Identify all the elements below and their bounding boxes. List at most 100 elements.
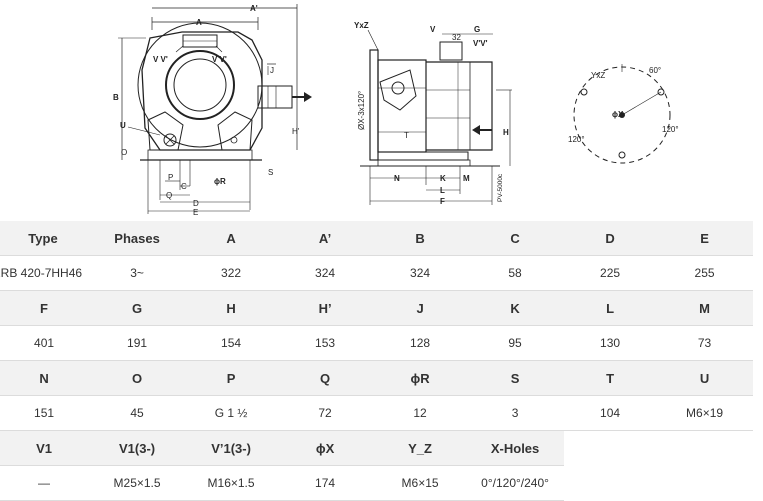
table-header-cell: K [466, 290, 565, 326]
table-cell: 0°/120°/240° [466, 465, 565, 501]
side-n-label: N [394, 174, 400, 183]
dim-p-label: P [168, 173, 173, 182]
port-v-label-left: V V' [153, 55, 168, 64]
dim-q-label: Q [166, 191, 172, 200]
hole-1-icon [580, 88, 588, 96]
table-cell: 322 [186, 255, 277, 291]
hole-pattern-view: YxZ 60° ϕX 120° 120° [568, 64, 679, 164]
table-cell: 128 [374, 325, 467, 361]
circle-x-label: ϕX [612, 110, 624, 119]
dim-c-label: C [181, 182, 187, 191]
table-cell-type: 2RB 420-7HH46 [0, 255, 89, 291]
inlet-arrow-icon [472, 125, 480, 135]
table-header-cell: X-Holes [466, 430, 565, 466]
table-cell: 153 [276, 325, 375, 361]
side-view: YxZ V G 32 V'V' ØX-3x120° T [354, 21, 512, 206]
table-header-cell: A’ [276, 221, 375, 256]
table-cell: 3 [466, 395, 565, 431]
table-cell: 154 [186, 325, 277, 361]
dimensions-table: Type Phases A A’ B C D E 2RB 420-7HH46 3… [0, 221, 754, 501]
table-cell: 58 [466, 255, 565, 291]
table-header-cell: L [564, 290, 657, 326]
table-cell: — [0, 465, 89, 501]
side-flange [369, 49, 379, 161]
table-cell: M6×19 [656, 395, 754, 431]
table-empty-cell [656, 465, 754, 501]
table-cell: 95 [466, 325, 565, 361]
table-cell: 255 [656, 255, 754, 291]
dim-b-label: B [113, 93, 119, 102]
table-cell: 72 [276, 395, 375, 431]
table-header-cell: ϕR [374, 360, 467, 396]
table-header-cell: J [374, 290, 467, 326]
table-header-cell: D [564, 221, 657, 256]
table-cell: 174 [276, 465, 375, 501]
table-header-cell: H’ [276, 290, 375, 326]
right-foot [217, 111, 253, 151]
table-header-cell: F [0, 290, 89, 326]
side-model-code: PV-5000c [497, 173, 504, 202]
table-cell: 73 [656, 325, 754, 361]
table-empty-cell [564, 465, 657, 501]
left-foot [147, 111, 184, 151]
motor-hub [173, 58, 227, 112]
outlet-pipe [257, 85, 293, 109]
side-holes-label: ØX-3x120° [357, 91, 366, 130]
dim-r-label: ϕR [214, 177, 226, 186]
table-cell: M25×1.5 [88, 465, 187, 501]
table-cell: G 1 ½ [186, 395, 277, 431]
table-cell: 151 [0, 395, 89, 431]
side-h-label: H [503, 128, 509, 137]
table-header-cell: T [564, 360, 657, 396]
dim-o-label: O [121, 148, 127, 157]
hole-3-icon [618, 151, 626, 159]
table-cell: 401 [0, 325, 89, 361]
table-header-cell: Phases [88, 221, 187, 256]
dim-a-label: A [196, 18, 202, 27]
table-cell: 130 [564, 325, 657, 361]
side-32-label: 32 [452, 33, 461, 42]
outlet-arrow-icon [304, 92, 312, 102]
side-l-label: L [440, 186, 445, 195]
side-g-label: G [474, 25, 480, 34]
table-row: — M25×1.5 M16×1.5 174 M6×15 0°/120°/240° [0, 465, 754, 501]
circle-60-label: 60° [649, 66, 661, 75]
dim-j-label: J [270, 66, 274, 75]
table-cell: M16×1.5 [186, 465, 277, 501]
table-header-cell: S [466, 360, 565, 396]
table-header-row: Type Phases A A’ B C D E [0, 221, 754, 256]
blower-housing [141, 31, 263, 151]
table-header-cell: Y_Z [374, 430, 467, 466]
circle-120-right-label: 120° [662, 125, 679, 134]
table-empty-cell [564, 430, 657, 466]
table-header-cell: M [656, 290, 754, 326]
table-cell: 191 [88, 325, 187, 361]
front-view: A A' J V V' V V' B U [113, 4, 312, 215]
table-empty-cell [656, 430, 754, 466]
port-v-label-right: V V' [212, 55, 227, 64]
table-row: 151 45 G 1 ½ 72 12 3 104 M6×19 [0, 395, 754, 431]
table-header-cell: C [466, 221, 565, 256]
dim-a-prime-label: A' [250, 4, 258, 13]
table-header-cell: P [186, 360, 277, 396]
table-header-cell: ϕX [276, 430, 375, 466]
dim-u-label: U [120, 121, 126, 130]
table-header-cell: Type [0, 221, 89, 256]
table-header-cell: O [88, 360, 187, 396]
side-m-label: M [463, 174, 470, 183]
table-header-cell: V1 [0, 430, 89, 466]
dim-h-prime-label: H' [292, 127, 300, 136]
hole-2-icon [657, 88, 665, 96]
table-row: 401 191 154 153 128 95 130 73 [0, 325, 754, 361]
table-header-cell: N [0, 360, 89, 396]
table-cell: M6×15 [374, 465, 467, 501]
table-header-cell: G [88, 290, 187, 326]
side-f-label: F [440, 197, 445, 206]
table-cell: 324 [374, 255, 467, 291]
table-cell: 12 [374, 395, 467, 431]
table-header-cell: A [186, 221, 277, 256]
table-header-row: N O P Q ϕR S T U [0, 360, 754, 396]
table-header-cell: U [656, 360, 754, 396]
table-cell: 324 [276, 255, 375, 291]
table-header-row: F G H H’ J K L M [0, 290, 754, 326]
